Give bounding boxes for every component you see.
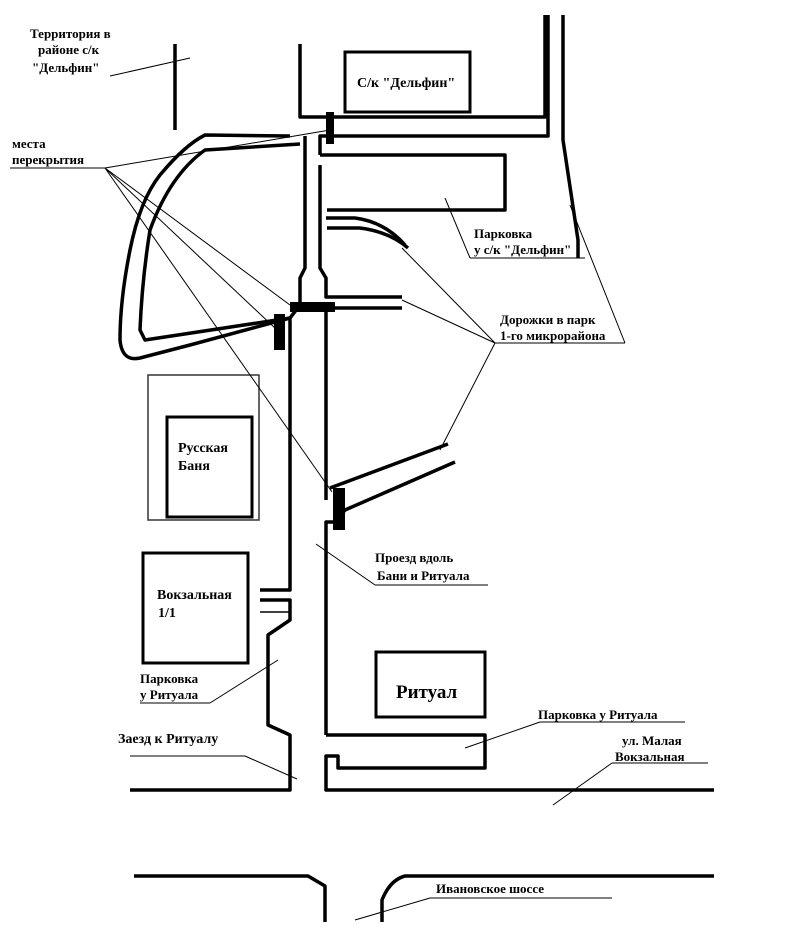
leader-territory <box>109 57 191 77</box>
dolphin-enclosure-wall <box>298 15 547 119</box>
secondary-lines <box>147 374 290 613</box>
ritual-building-label: Ритуал <box>396 682 458 703</box>
dolphin-building-label: С/к "Дельфин" <box>357 76 455 91</box>
leader-dolphin-parking <box>444 197 471 259</box>
buildings <box>141 50 487 719</box>
territory-loop-inner <box>138 142 301 342</box>
street-label-line-1: ул. Малая <box>622 733 682 748</box>
bathhouse-building <box>165 415 254 519</box>
park-paths-label-line-2: 1-го микрорайона <box>500 328 606 343</box>
park-path-curved-inner <box>326 216 407 247</box>
leader-path-2 <box>401 247 496 344</box>
ritual-parking-left-label-line-1: Парковка <box>140 671 199 686</box>
leader-ritual-parking-right <box>464 721 541 749</box>
highway-right <box>380 874 714 922</box>
territory-label-line-3: "Дельфин" <box>32 60 99 75</box>
leader-closure-4 <box>104 167 333 493</box>
dolphin-road-upper <box>318 15 550 155</box>
dolphin-parking-lot <box>320 153 507 212</box>
vokzalnaya-label-line-1: Вокзальная <box>157 588 232 603</box>
leader-highway <box>354 897 431 921</box>
park-path-diagonal-b <box>344 460 456 512</box>
passage-right <box>324 508 347 735</box>
vokzalnaya-building <box>141 551 250 665</box>
passage-label-line-1: Проезд вдоль <box>375 550 453 565</box>
closures-label-line-2: перекрытия <box>12 152 84 167</box>
park-paths-label-line-1: Дорожки в парк <box>500 312 596 327</box>
leader-path-4 <box>439 342 496 451</box>
leader-closure-3 <box>104 167 278 331</box>
ritual-parking-right <box>324 733 714 792</box>
leader-street <box>552 762 613 806</box>
closure-marker-middle-horizontal <box>290 302 335 312</box>
ritual-parking-left-label-line-2: у Ритуала <box>140 687 199 702</box>
right-road-edge <box>561 15 580 258</box>
closure-markers <box>274 112 345 530</box>
leader-closure-1 <box>104 129 331 169</box>
park-path-diagonal-a <box>329 442 449 490</box>
closure-marker-lower <box>333 488 345 530</box>
territory-label-line-1: Территория в <box>30 26 111 41</box>
closures-label-line-1: места <box>12 136 46 151</box>
ritual-building <box>374 650 487 719</box>
territory-loop <box>118 133 291 361</box>
dolphin-parking-label-line-1: Парковка <box>474 226 533 241</box>
leader-path-1 <box>569 204 626 344</box>
ritual-entrance-left <box>130 598 292 792</box>
leader-closure-2 <box>104 167 291 306</box>
labels: Территория в районе с/к "Дельфин" места … <box>12 26 685 896</box>
closure-marker-middle-vertical <box>274 314 285 350</box>
central-road-right <box>318 165 402 299</box>
dolphin-building <box>343 50 472 114</box>
entrance-label: Заезд к Ритуалу <box>118 732 218 747</box>
leader-passage <box>315 543 376 586</box>
highway-label: Ивановское шоссе <box>436 881 544 896</box>
central-road-left <box>260 136 307 592</box>
highway-left <box>134 874 327 922</box>
central-road-right-lower <box>324 306 402 500</box>
road-lines <box>118 15 714 922</box>
leader-ritual-parking-left <box>209 659 279 704</box>
leader-lines <box>10 57 708 921</box>
dolphin-parking-label-line-2: у с/к "Дельфин" <box>474 242 571 257</box>
leader-path-3 <box>401 299 496 344</box>
bathhouse-lot <box>147 374 260 521</box>
bathhouse-label-line-2: Баня <box>178 459 210 474</box>
passage-label-line-2: Бани и Ритуала <box>377 568 470 583</box>
ritual-parking-right-label: Парковка у Ритуала <box>538 707 658 722</box>
vokzalnaya-label-line-2: 1/1 <box>158 606 176 621</box>
bathhouse-label-line-1: Русская <box>178 441 228 456</box>
closure-marker-top <box>326 112 334 144</box>
leader-entrance <box>244 755 298 780</box>
street-label-line-2: Вокзальная <box>615 749 685 764</box>
territory-label-line-2: районе с/к <box>38 42 100 57</box>
